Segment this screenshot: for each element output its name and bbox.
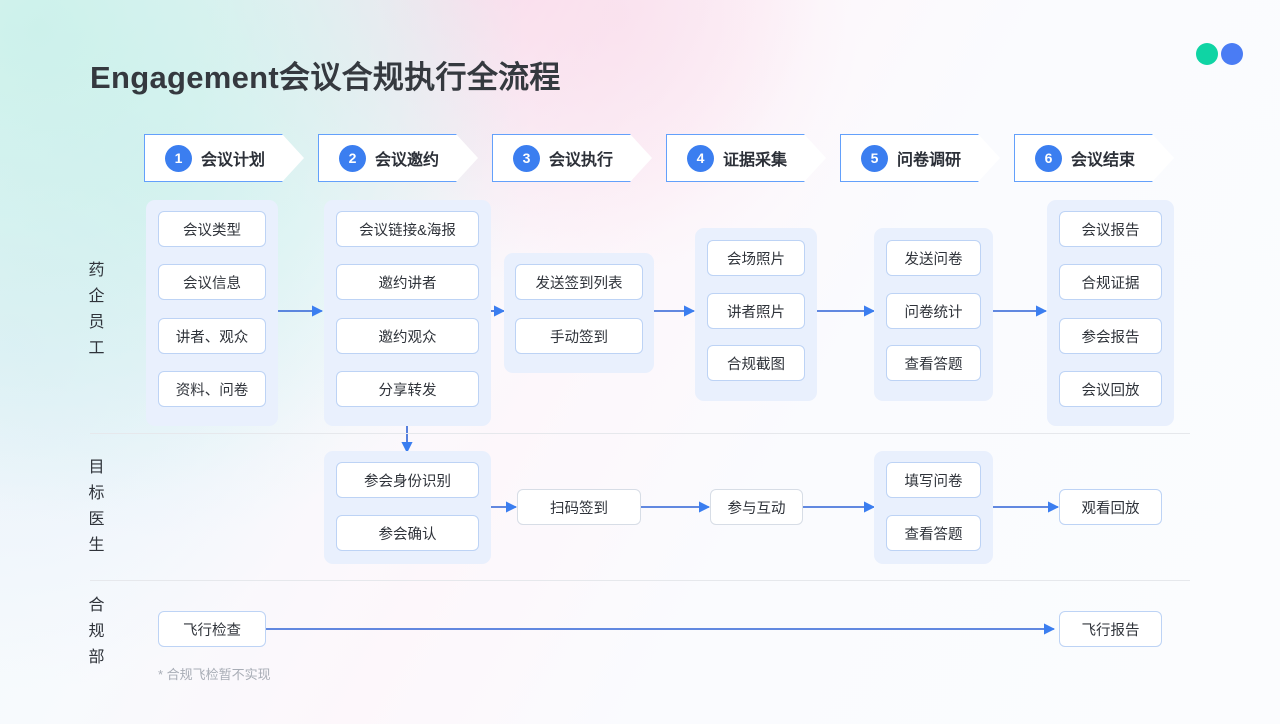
step-number-4: 4 bbox=[687, 145, 714, 172]
step-label-2: 会议邀约 bbox=[375, 152, 440, 169]
node-pharma-c6-3[interactable]: 会议回放 bbox=[1059, 371, 1162, 407]
node-pharma-c6-0[interactable]: 会议报告 bbox=[1059, 211, 1162, 247]
step-label-6: 会议结束 bbox=[1071, 152, 1136, 169]
node-pharma-c2-0[interactable]: 会议链接&海报 bbox=[336, 211, 479, 247]
dot-green-icon bbox=[1196, 43, 1218, 65]
node-doctor-c2-0[interactable]: 参会身份识别 bbox=[336, 462, 479, 498]
divider-pharma-doctor bbox=[90, 433, 1190, 434]
node-pharma-c4-0[interactable]: 会场照片 bbox=[707, 240, 805, 276]
step-label-1: 会议计划 bbox=[201, 152, 266, 169]
node-pharma-c2-2[interactable]: 邀约观众 bbox=[336, 318, 479, 354]
page-title: Engagement会议合规执行全流程 bbox=[90, 60, 561, 95]
dot-blue-icon bbox=[1221, 43, 1243, 65]
row-label-pharma: 药企员工 bbox=[88, 262, 106, 357]
row-label-doctor: 目标医生 bbox=[88, 459, 106, 554]
step-number-3: 3 bbox=[513, 145, 540, 172]
divider-doctor-compliance bbox=[90, 580, 1190, 581]
step-number-2: 2 bbox=[339, 145, 366, 172]
step-chevron-1[interactable]: 1 会议计划 bbox=[144, 134, 304, 182]
step-chevron-3[interactable]: 3 会议执行 bbox=[492, 134, 652, 182]
node-doctor-c5-1[interactable]: 查看答题 bbox=[886, 515, 981, 551]
node-pharma-c5-2[interactable]: 查看答题 bbox=[886, 345, 981, 381]
node-doctor-scan-signin[interactable]: 扫码签到 bbox=[517, 489, 641, 525]
node-compliance-end[interactable]: 飞行报告 bbox=[1059, 611, 1162, 647]
node-pharma-c4-2[interactable]: 合规截图 bbox=[707, 345, 805, 381]
node-pharma-c1-2[interactable]: 讲者、观众 bbox=[158, 318, 266, 354]
step-number-6: 6 bbox=[1035, 145, 1062, 172]
step-chevron-5[interactable]: 5 问卷调研 bbox=[840, 134, 1000, 182]
node-pharma-c3-1[interactable]: 手动签到 bbox=[515, 318, 643, 354]
node-doctor-interaction[interactable]: 参与互动 bbox=[710, 489, 803, 525]
step-number-5: 5 bbox=[861, 145, 888, 172]
step-chevron-4[interactable]: 4 证据采集 bbox=[666, 134, 826, 182]
node-pharma-c5-0[interactable]: 发送问卷 bbox=[886, 240, 981, 276]
step-chevron-6[interactable]: 6 会议结束 bbox=[1014, 134, 1174, 182]
brand-dots bbox=[1196, 43, 1243, 65]
node-pharma-c4-1[interactable]: 讲者照片 bbox=[707, 293, 805, 329]
node-pharma-c6-1[interactable]: 合规证据 bbox=[1059, 264, 1162, 300]
node-pharma-c5-1[interactable]: 问卷统计 bbox=[886, 293, 981, 329]
step-label-3: 会议执行 bbox=[549, 152, 614, 169]
node-pharma-c3-0[interactable]: 发送签到列表 bbox=[515, 264, 643, 300]
node-doctor-c2-1[interactable]: 参会确认 bbox=[336, 515, 479, 551]
node-pharma-c1-1[interactable]: 会议信息 bbox=[158, 264, 266, 300]
node-doctor-replay[interactable]: 观看回放 bbox=[1059, 489, 1162, 525]
node-doctor-c5-0[interactable]: 填写问卷 bbox=[886, 462, 981, 498]
step-label-4: 证据采集 bbox=[723, 152, 788, 169]
row-label-compliance: 合规部 bbox=[88, 597, 106, 666]
step-label-5: 问卷调研 bbox=[897, 152, 962, 169]
node-pharma-c2-1[interactable]: 邀约讲者 bbox=[336, 264, 479, 300]
node-compliance-start[interactable]: 飞行检查 bbox=[158, 611, 266, 647]
compliance-footnote: * 合规飞检暂不实现 bbox=[158, 667, 271, 682]
step-flow-bar: 1 会议计划 2 会议邀约 3 会议执行 4 证据采集 5 问卷调研 6 会议结… bbox=[144, 134, 1188, 182]
node-pharma-c6-2[interactable]: 参会报告 bbox=[1059, 318, 1162, 354]
node-pharma-c1-3[interactable]: 资料、问卷 bbox=[158, 371, 266, 407]
node-pharma-c1-0[interactable]: 会议类型 bbox=[158, 211, 266, 247]
step-chevron-2[interactable]: 2 会议邀约 bbox=[318, 134, 478, 182]
node-pharma-c2-3[interactable]: 分享转发 bbox=[336, 371, 479, 407]
step-number-1: 1 bbox=[165, 145, 192, 172]
